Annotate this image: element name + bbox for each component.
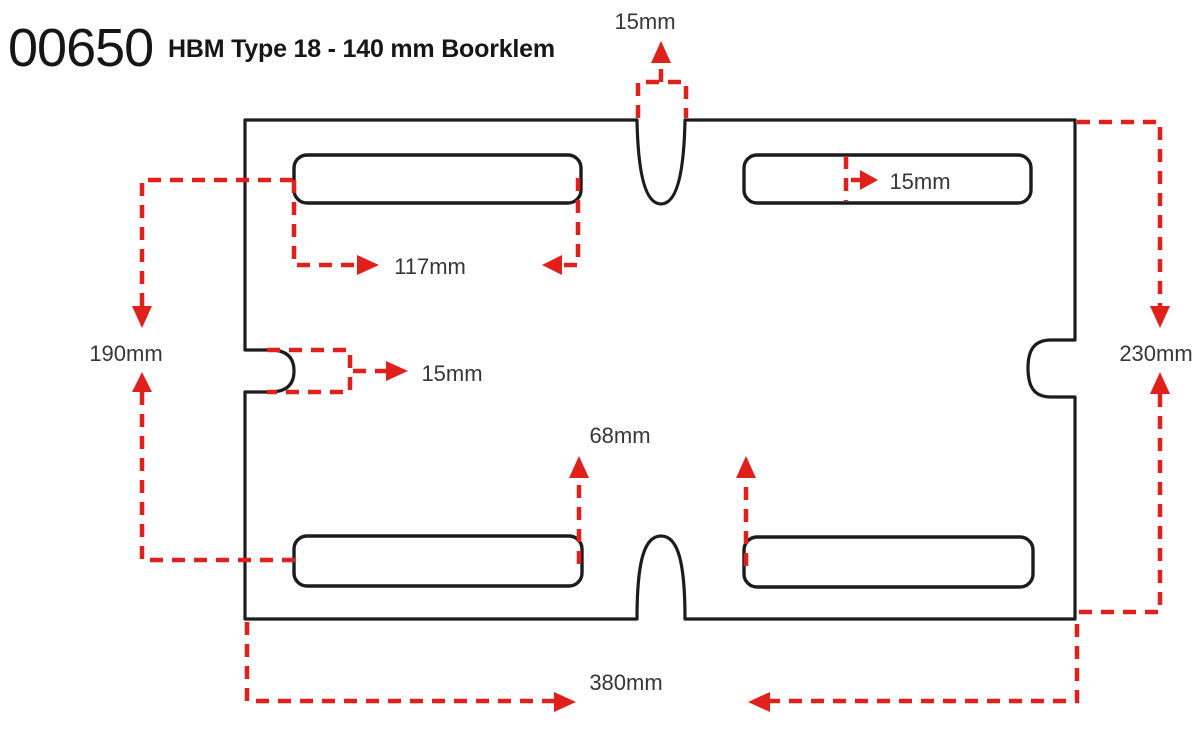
dim-bottom-width-line-left bbox=[244, 622, 554, 704]
drawing-description: HBM Type 18 - 140 mm Boorklem bbox=[168, 35, 555, 63]
arrowhead-up-bottom-gap-right bbox=[736, 456, 756, 478]
arrowhead-down-right-height bbox=[1150, 306, 1170, 328]
title-group: 00650 HBM Type 18 - 140 mm Boorklem bbox=[8, 18, 555, 78]
dim-left-height-line-upper bbox=[139, 177, 296, 306]
dim-label-left-height: 190mm bbox=[89, 341, 162, 366]
dim-left-notch-box bbox=[267, 347, 353, 395]
dim-bottom-width-line-right bbox=[770, 624, 1080, 704]
arrowhead-right-top-left-slot bbox=[357, 255, 379, 275]
dim-top-notch-box bbox=[635, 79, 689, 118]
dim-label-top-notch: 15mm bbox=[614, 9, 675, 34]
dimension-labels-group: 15mm 15mm 117mm 190mm 15mm 230mm 68mm 38… bbox=[89, 9, 1192, 695]
arrowheads-group bbox=[132, 41, 1170, 712]
arrowhead-left-top-left-slot bbox=[542, 255, 562, 275]
arrowhead-left-bottom-width bbox=[748, 692, 770, 712]
slot-bottom-left bbox=[292, 534, 584, 588]
drawing-number: 00650 bbox=[8, 18, 153, 78]
arrowhead-down-left-height bbox=[132, 306, 152, 328]
dim-label-top-right-slot: 15mm bbox=[889, 169, 950, 194]
dim-right-height-line-lower bbox=[1079, 394, 1163, 615]
arrowhead-right-top-right-slot bbox=[860, 170, 878, 190]
arrowhead-up-top-notch bbox=[651, 41, 671, 63]
dim-top-left-slot-ext-right bbox=[560, 178, 581, 268]
dim-label-left-notch: 15mm bbox=[421, 361, 482, 386]
dim-right-height-line-upper bbox=[1077, 119, 1163, 306]
dim-left-height-line-lower bbox=[139, 392, 296, 563]
dim-label-right-height: 230mm bbox=[1119, 341, 1192, 366]
slot-top-right bbox=[742, 153, 1033, 205]
slot-bottom-right bbox=[742, 535, 1035, 589]
plate-group bbox=[243, 118, 1077, 621]
arrowhead-up-bottom-gap-left bbox=[569, 456, 589, 478]
arrowhead-up-left-height bbox=[132, 372, 152, 392]
arrowhead-up-right-height bbox=[1150, 372, 1170, 394]
plate-outline bbox=[243, 118, 1077, 621]
dim-top-left-slot-ext-left bbox=[291, 180, 355, 268]
slot-top-left bbox=[292, 153, 583, 205]
dimension-lines-group bbox=[139, 62, 1163, 704]
arrowhead-right-bottom-width bbox=[554, 692, 576, 712]
dim-label-bottom-width: 380mm bbox=[589, 670, 662, 695]
dim-label-top-left-slot: 117mm bbox=[394, 254, 466, 279]
dim-label-bottom-slot-gap: 68mm bbox=[589, 423, 650, 448]
arrowhead-right-left-notch bbox=[386, 361, 408, 381]
